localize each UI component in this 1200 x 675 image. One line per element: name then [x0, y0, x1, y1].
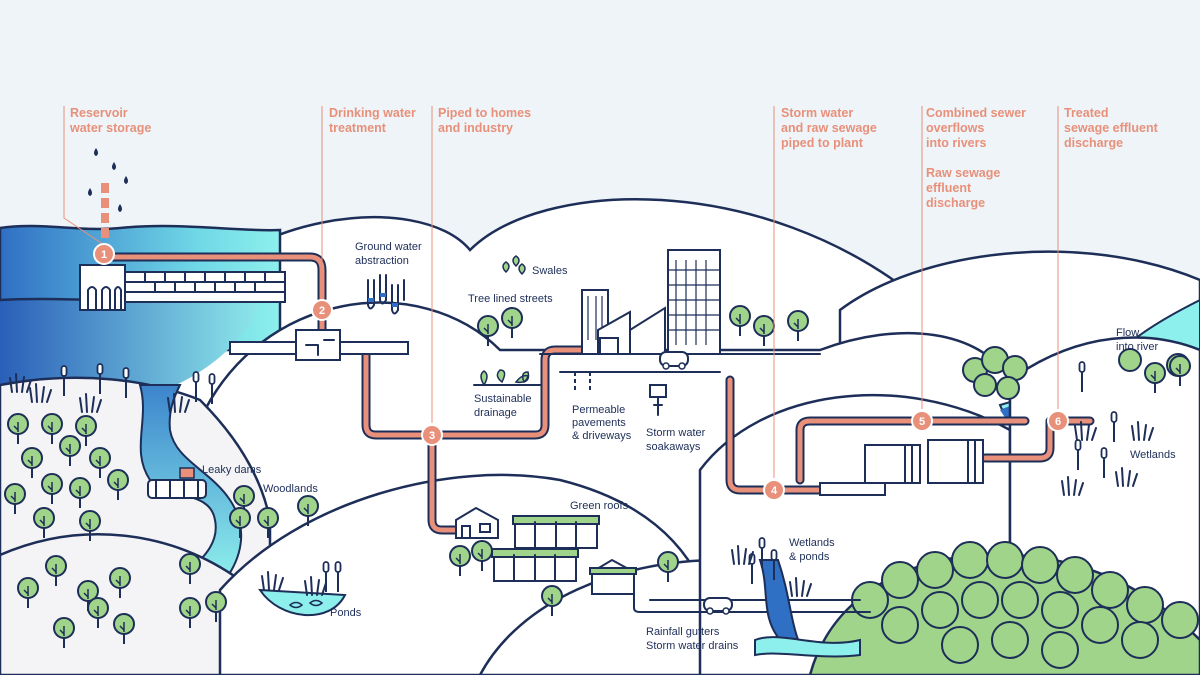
swales-icon — [502, 255, 526, 276]
svg-text:2: 2 — [319, 305, 325, 317]
svg-text:Treated: Treated — [1064, 106, 1108, 120]
label-sustainable-drainage: Sustainable drainage — [474, 393, 532, 419]
treatment-works — [229, 329, 409, 361]
step-label-storm-water: Storm water and raw sewage piped to plan… — [781, 106, 877, 150]
svg-text:into river: into river — [1116, 341, 1159, 353]
svg-text:discharge: discharge — [926, 196, 985, 210]
svg-text:& ponds: & ponds — [789, 551, 830, 563]
svg-text:Sustainable: Sustainable — [474, 393, 532, 405]
label-leaky-dams: Leaky dams — [202, 464, 262, 476]
svg-text:drainage: drainage — [474, 407, 517, 419]
svg-text:and raw sewage: and raw sewage — [781, 121, 877, 135]
svg-text:1: 1 — [101, 249, 107, 261]
label-ponds: Ponds — [330, 607, 362, 619]
label-flow-into-river: Flow into river — [1116, 327, 1159, 353]
svg-text:Combined sewer: Combined sewer — [926, 106, 1026, 120]
svg-text:pavements: pavements — [572, 417, 626, 429]
rain-drops — [88, 148, 128, 212]
svg-text:Raw sewage: Raw sewage — [926, 166, 1000, 180]
leader-lines — [63, 106, 1059, 478]
city-buildings — [539, 249, 821, 416]
step-marker-4: 4 — [763, 479, 785, 501]
step-label-raw-sewage: Raw sewage effluent discharge — [926, 166, 1000, 210]
label-permeable-pavements: Permeable pavements & driveways — [572, 404, 632, 442]
step-label-piped-homes: Piped to homes and industry — [438, 106, 531, 135]
step-marker-6: 6 — [1047, 410, 1069, 432]
svg-text:Ground water: Ground water — [355, 241, 422, 253]
svg-text:water storage: water storage — [69, 121, 151, 135]
svg-text:4: 4 — [771, 485, 778, 497]
svg-text:overflows: overflows — [926, 121, 984, 135]
step-label-drinking-water: Drinking water treatment — [329, 106, 416, 135]
label-gutters-drains: Rainfall gutters Storm water drains — [646, 626, 739, 652]
intake-column — [101, 183, 109, 238]
label-swales: Swales — [532, 265, 568, 277]
label-tree-lined-streets: Tree lined streets — [468, 293, 553, 305]
svg-text:soakaways: soakaways — [646, 441, 701, 453]
svg-text:treatment: treatment — [329, 121, 387, 135]
svg-text:Rainfall gutters: Rainfall gutters — [646, 626, 720, 638]
step-label-combined-sewer: Combined sewer overflows into rivers — [926, 106, 1026, 150]
svg-text:piped to plant: piped to plant — [781, 136, 864, 150]
svg-text:& driveways: & driveways — [572, 430, 632, 442]
svg-text:effluent: effluent — [926, 181, 972, 195]
lower-stream — [754, 636, 861, 658]
svg-text:Permeable: Permeable — [572, 404, 625, 416]
svg-text:Flow: Flow — [1116, 327, 1139, 339]
leaky-dam — [147, 467, 207, 499]
label-wetlands-ponds: Wetlands & ponds — [789, 537, 835, 563]
dam — [79, 264, 286, 311]
svg-text:abstraction: abstraction — [355, 255, 409, 267]
svg-text:Piped to homes: Piped to homes — [438, 106, 531, 120]
pond — [258, 588, 347, 617]
step-label-reservoir: Reservoir water storage — [69, 106, 151, 135]
svg-text:and industry: and industry — [438, 121, 513, 135]
groundwater-wells — [367, 274, 405, 315]
step-label-treated-effluent: Treated sewage effluent discharge — [1064, 106, 1159, 150]
svg-text:3: 3 — [429, 430, 435, 442]
sustainable-drainage-plants — [473, 369, 541, 387]
step-marker-2: 2 — [311, 299, 333, 321]
svg-text:Storm water drains: Storm water drains — [646, 640, 739, 652]
svg-text:5: 5 — [919, 416, 925, 428]
label-soakaways: Storm water soakaways — [646, 427, 706, 453]
svg-text:Storm water: Storm water — [646, 427, 706, 439]
step-marker-5: 5 — [911, 410, 933, 432]
homes — [455, 506, 871, 615]
label-wetlands: Wetlands — [1130, 449, 1176, 461]
svg-text:sewage effluent: sewage effluent — [1064, 121, 1159, 135]
svg-text:discharge: discharge — [1064, 136, 1123, 150]
sewage-treatment-plant — [819, 439, 984, 496]
forest-bumps — [851, 541, 1199, 669]
label-green-roofs: Green roofs — [570, 500, 629, 512]
label-ground-water: Ground water abstraction — [355, 241, 422, 267]
svg-text:6: 6 — [1055, 416, 1061, 428]
svg-text:into rivers: into rivers — [926, 136, 986, 150]
svg-text:Storm water: Storm water — [781, 106, 853, 120]
label-woodlands: Woodlands — [263, 483, 318, 495]
svg-text:Reservoir: Reservoir — [70, 106, 128, 120]
svg-text:Wetlands: Wetlands — [789, 537, 835, 549]
step-marker-3: 3 — [421, 424, 443, 446]
svg-text:Drinking water: Drinking water — [329, 106, 416, 120]
step-marker-1: 1 — [93, 243, 115, 265]
